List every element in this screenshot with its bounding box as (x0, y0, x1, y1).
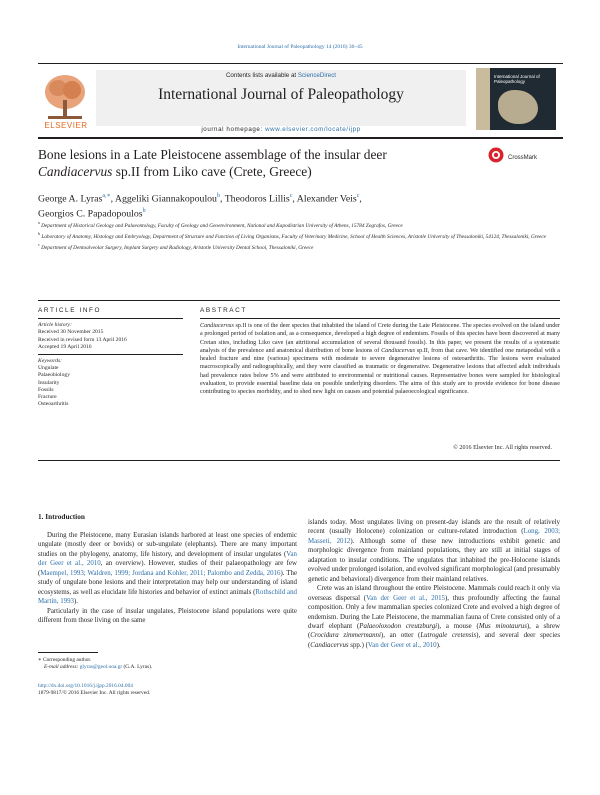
article-title: Bone lesions in a Late Pleistocene assem… (38, 147, 418, 180)
elsevier-tree-logo (40, 70, 90, 125)
paragraph: Crete was an island throughout the entir… (308, 585, 561, 649)
author-affil-sup[interactable]: a,∗ (102, 193, 111, 199)
author-name: Theodoros Lillis (224, 193, 290, 205)
history-item: Accepted 19 April 2016 (38, 343, 92, 350)
article-info-heading: ARTICLE INFO (38, 307, 102, 314)
contents-prefix: Contents lists available at (225, 72, 298, 79)
author-affil-sup[interactable]: c (289, 193, 293, 199)
history-item: Received in revised form 13 April 2016 (38, 336, 127, 343)
crossmark-icon (488, 147, 504, 163)
homepage-link[interactable]: www.elsevier.com/locate/ijpp (265, 126, 361, 133)
journal-reference[interactable]: International Journal of Paleopathology … (237, 44, 363, 50)
title-genus: Candiacervus (38, 163, 113, 179)
title-line-1: Bone lesions in a Late Pleistocene assem… (38, 147, 387, 162)
info-divider (38, 354, 183, 355)
citation-link[interactable]: Maempel, 1993; Waldren, 1999; Jordana an… (40, 569, 281, 577)
author-name: Alexander Veis (296, 193, 357, 205)
author-name: Aggeliki Giannakopoulou (114, 193, 217, 205)
abstract-heading-rule (200, 318, 560, 319)
contents-available: Contents lists available at ScienceDirec… (96, 72, 466, 79)
abstract-heading: ABSTRACT (200, 307, 247, 314)
journal-cover-image: International Journal of Paleopathology (476, 68, 556, 130)
keywords-label: Keywords: (38, 357, 63, 364)
article-info: Article history: Received 30 November 20… (38, 322, 183, 409)
email-link[interactable]: glyras@geol.uoa.gr (78, 664, 123, 670)
author-affil-sup[interactable]: c (356, 193, 360, 199)
keyword: Palaeobiology (38, 372, 71, 379)
corresponding-footnote: ∗ Corresponding author. E-mail address: … (38, 657, 298, 671)
email-line: E-mail address: glyras@geol.uoa.gr (G.A.… (44, 664, 153, 670)
cover-side-strip (476, 68, 490, 130)
section-top-rule (38, 300, 560, 301)
history-item: Received 30 November 2015 (38, 329, 104, 336)
sciencedirect-link[interactable]: ScienceDirect (297, 72, 337, 79)
affiliation-item: a Department of Historical Geology and P… (38, 220, 403, 229)
citation-link[interactable]: Long, 2003; Masseti, 2012 (308, 528, 561, 545)
author-name: Georgios C. Papadopoulos (38, 208, 143, 220)
cover-title: International Journal of Paleopathology (494, 74, 540, 84)
footnote-rule (38, 652, 98, 653)
title-line-2: sp.II from Liko cave (Crete, Greece) (112, 163, 312, 179)
corresponding-author: ∗ Corresponding author. (38, 657, 92, 663)
section-bottom-rule (38, 460, 560, 461)
history-label: Article history: (38, 322, 73, 328)
section-heading-introduction: 1. Introduction (38, 512, 85, 521)
publisher-name: ELSEVIER (44, 121, 88, 130)
info-heading-rule (38, 318, 183, 319)
issn-line: 1879-9817/© 2016 Elsevier Inc. All right… (38, 690, 151, 696)
affiliation-item: b Laboratory of Anatomy, Histology and E… (38, 231, 547, 240)
citation-link[interactable]: Van der Geer et al., 2010 (367, 641, 437, 649)
keyword: Fracture (38, 394, 57, 401)
keyword: Insularity (38, 379, 60, 386)
body-column-left: During the Pleistocene, many Eurasian is… (38, 531, 297, 626)
author-affil-sup[interactable]: b (142, 208, 146, 215)
abstract-text: Candiacervus sp.II is one of the deer sp… (200, 323, 560, 396)
affiliations: a Department of Historical Geology and P… (38, 219, 558, 253)
author-list: George A. Lyrasa,∗, Aggeliki Giannakopou… (38, 193, 362, 220)
doi-link[interactable]: http://dx.doi.org/10.1016/j.ijpp.2016.04… (38, 683, 133, 689)
crossmark-label: CrossMark (508, 155, 538, 161)
homepage-prefix: journal homepage: (201, 126, 266, 133)
affiliation-item: c Department of Dentoalveolar Surgery, I… (38, 242, 314, 252)
doi-block: http://dx.doi.org/10.1016/j.ijpp.2016.04… (38, 683, 298, 697)
journal-title: International Journal of Paleopathology (158, 86, 404, 103)
citation-link[interactable]: Van der Geer et al., 2010 (38, 550, 297, 568)
paragraph: During the Pleistocene, many Eurasian is… (38, 532, 298, 606)
citation-link[interactable]: Van der Geer et al., 2015 (366, 594, 446, 602)
header-top-rule (38, 63, 563, 64)
journal-homepage: journal homepage: www.elsevier.com/locat… (96, 126, 466, 133)
header-bottom-rule (38, 137, 563, 139)
author-affil-sup[interactable]: b (216, 193, 220, 199)
keyword: Ungulate (38, 364, 59, 371)
copyright-notice: © 2016 Elsevier Inc. All rights reserved… (453, 445, 552, 451)
cover-bone-illustration (498, 90, 538, 124)
citation-link[interactable]: Rothschild and Martin, 1993 (38, 588, 297, 606)
keyword: Fossils (38, 386, 54, 393)
body-column-right: islands today. Most ungulates living on … (308, 518, 560, 650)
paragraph: Particularly in the case of insular ungu… (38, 607, 297, 625)
keyword: Osteoarthritis (38, 401, 69, 408)
header-background (96, 70, 466, 126)
author-name: George A. Lyras (38, 193, 103, 205)
paragraph: islands today. Most ungulates living on … (308, 519, 561, 583)
crossmark-badge[interactable]: CrossMark (488, 146, 558, 163)
